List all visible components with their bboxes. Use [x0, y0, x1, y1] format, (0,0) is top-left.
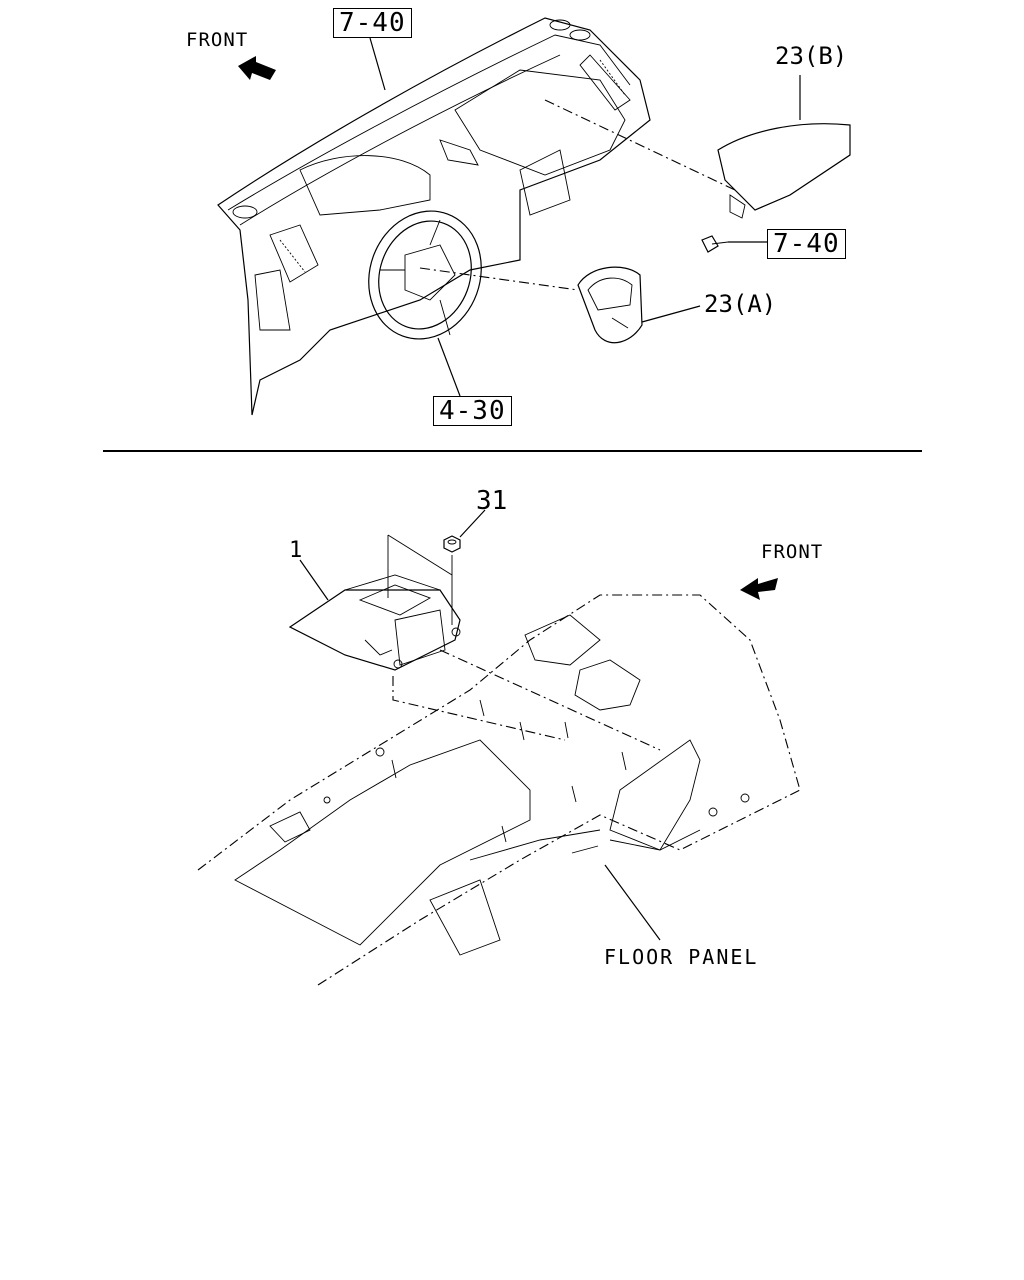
front-arrow-top	[238, 56, 276, 80]
nut-drawing	[443, 535, 461, 553]
instrument-panel-drawing	[217, 17, 651, 416]
sdm-unit-drawing	[288, 574, 461, 671]
ref-steering-wheel-box[interactable]: 4-30	[433, 396, 512, 426]
ref-bolt-box[interactable]: 7-40	[767, 229, 846, 259]
passenger-airbag-drawing	[717, 123, 851, 219]
ref-instrument-panel-box[interactable]: 7-40	[333, 8, 412, 38]
front-arrow-bottom	[740, 578, 778, 600]
part-label-23b[interactable]: 23(B)	[775, 42, 848, 70]
part-label-1[interactable]: 1	[289, 538, 304, 563]
front-label-top: FRONT	[186, 29, 249, 51]
part-label-23a[interactable]: 23(A)	[704, 290, 777, 318]
front-label-bottom: FRONT	[761, 541, 824, 563]
floor-panel-label[interactable]: FLOOR PANEL	[604, 945, 759, 969]
part-label-31[interactable]: 31	[476, 486, 508, 516]
driver-airbag-drawing	[577, 266, 643, 344]
steering-wheel-drawing	[368, 210, 482, 340]
bolt-drawing	[701, 235, 729, 253]
floor-panel-drawing	[197, 594, 801, 986]
